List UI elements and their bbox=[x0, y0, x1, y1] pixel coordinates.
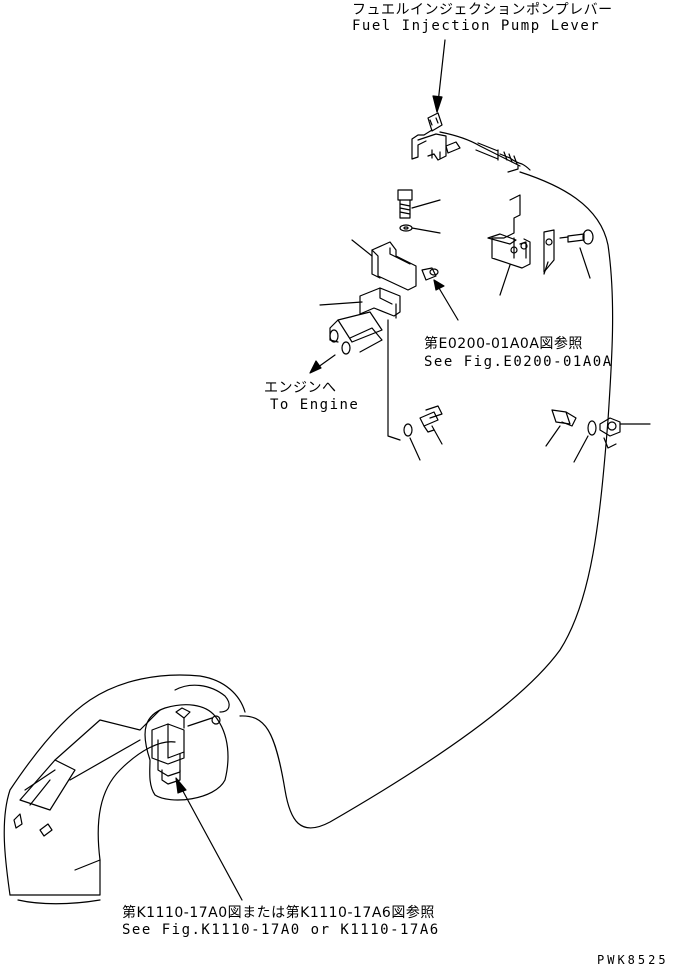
leader-lower-left-bolt bbox=[431, 425, 443, 445]
throttle-cable bbox=[239, 171, 614, 829]
bracket-fitting bbox=[421, 267, 439, 281]
guide-line-left bbox=[387, 319, 401, 441]
pipe-holder-bracket bbox=[359, 287, 401, 319]
console-ref-arrowhead bbox=[175, 777, 187, 794]
pump-lever-label-jp: フュエルインジェクションポンプレバー bbox=[352, 2, 613, 18]
leader-lock-plate bbox=[543, 261, 549, 275]
lower-left-bolt bbox=[419, 405, 443, 433]
fitting-ref-arrowhead bbox=[433, 279, 445, 291]
upper-bracket bbox=[371, 241, 417, 291]
leader-bracket-bolt bbox=[579, 247, 591, 279]
leader-lower-left-washer bbox=[409, 437, 421, 461]
ref-k1110-label-jp: 第K1110-17A0図または第K1110-17A6図参照 bbox=[122, 905, 435, 921]
engine-pipes bbox=[329, 311, 383, 355]
leader-lower-right-bolt bbox=[545, 425, 561, 447]
lower-right-bolt bbox=[551, 409, 577, 427]
pump-lever-label-en: Fuel Injection Pump Lever bbox=[352, 18, 601, 34]
console-ref-arrow bbox=[177, 781, 243, 901]
to-engine-arrowhead bbox=[309, 360, 322, 374]
bracket-bolt bbox=[559, 229, 594, 245]
leader-pipe-holder bbox=[319, 301, 363, 306]
drawing-code: PWK8525 bbox=[597, 953, 669, 967]
cable-bracket bbox=[487, 165, 531, 269]
lower-left-washer bbox=[403, 423, 413, 437]
leader-lower-right-washer bbox=[573, 435, 589, 463]
upper-washer bbox=[399, 224, 413, 232]
cable-clip bbox=[599, 417, 621, 449]
pump-lever bbox=[411, 112, 461, 161]
ref-k1110-label-en: See Fig.K1110-17A0 or K1110-17A6 bbox=[122, 922, 440, 938]
lower-right-washer bbox=[587, 420, 597, 436]
to-engine-label-jp: エンジンへ bbox=[264, 380, 337, 396]
leader-upper-bolt bbox=[411, 199, 441, 209]
leader-upper-washer bbox=[411, 227, 441, 234]
leader-upper-bracket bbox=[351, 239, 373, 257]
fitting-ref-arrow bbox=[435, 282, 459, 321]
throttle-control-lever bbox=[151, 707, 221, 785]
to-engine-label-en: To Engine bbox=[270, 397, 360, 413]
control-console bbox=[3, 674, 246, 905]
bracket-lock-plate bbox=[543, 229, 555, 273]
cable-end-segment bbox=[439, 131, 521, 167]
ref-e0200-label-jp: 第E0200-01A0A図参照 bbox=[424, 336, 583, 352]
ref-e0200-label-en: See Fig.E0200-01A0A bbox=[424, 354, 613, 370]
upper-bolt bbox=[397, 189, 413, 219]
leader-bracket bbox=[499, 264, 511, 296]
pump-lever-arrowhead bbox=[432, 95, 443, 113]
cable-end-fitting bbox=[475, 142, 531, 171]
